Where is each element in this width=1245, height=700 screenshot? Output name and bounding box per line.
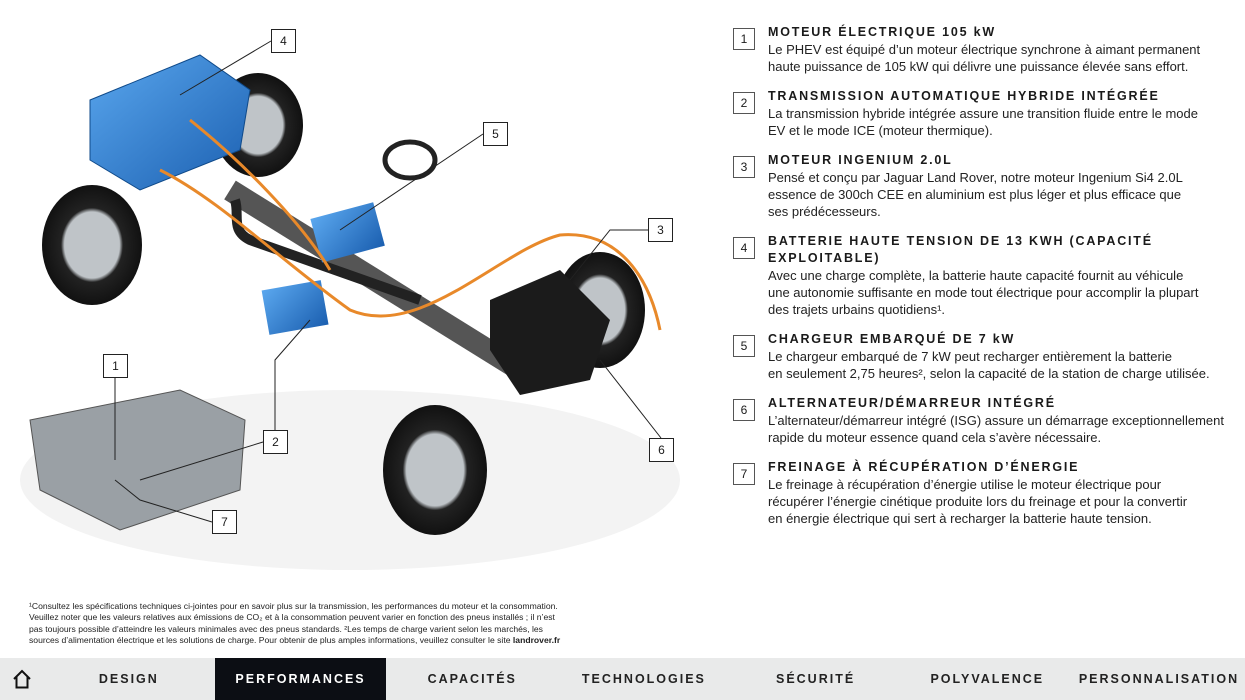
- feature-description: Le PHEV est équipé d’un moteur électriqu…: [768, 42, 1201, 57]
- feature-number: 2: [733, 92, 755, 114]
- feature-item: 5 CHARGEUR EMBARQUÉ DE 7 kW Le chargeur em…: [733, 331, 1233, 382]
- feature-description: haute puissance de 105 kW qui délivre un…: [768, 59, 1189, 74]
- engine: [490, 270, 610, 395]
- feature-description: EV et le mode ICE (moteur thermique).: [768, 123, 993, 138]
- feature-description: récupérer l’énergie cinétique produite l…: [768, 494, 1188, 509]
- feature-description: Le chargeur embarqué de 7 kW peut rechar…: [768, 349, 1172, 364]
- feature-item: 7 FREINAGE À RÉCUPÉRATION D’ÉNERGIE Le fre…: [733, 459, 1233, 527]
- feature-title: FREINAGE À RÉCUPÉRATION D’ÉNERGIE: [768, 460, 1080, 474]
- section-nav: DESIGN PERFORMANCES CAPACITÉS TECHNOLOGIES S…: [0, 658, 1245, 700]
- feature-title: BATTERIE HAUTE TENSION DE 13 KWH (CAPACI…: [768, 234, 1153, 265]
- footnote-text: sources d’alimentation électrique et les…: [29, 635, 513, 646]
- feature-title: ALTERNATEUR/DÉMARREUR INTÉGRÉ: [768, 396, 1056, 410]
- landrover-link[interactable]: landrover.fr: [512, 635, 561, 646]
- footnote-line: sources d’alimentation électrique et les…: [29, 635, 560, 645]
- battery-pack: [89, 54, 251, 191]
- nav-tab-polyvalence[interactable]: POLYVALENCE: [930, 672, 1045, 686]
- feature-number: 7: [733, 463, 755, 485]
- footnote: ¹Consultez les spécifications techniques…: [29, 601, 629, 647]
- feature-description: La transmission hybride intégrée assure …: [768, 106, 1198, 121]
- feature-item: 2 TRANSMISSION AUTOMATIQUE HYBRIDE INTÉGR…: [733, 88, 1233, 139]
- nav-tab-performances[interactable]: PERFORMANCES: [214, 658, 387, 700]
- feature-number: 5: [733, 335, 755, 357]
- callout-3: 3: [648, 218, 673, 242]
- callout-6: 6: [649, 438, 674, 462]
- feature-number: 4: [733, 237, 755, 259]
- feature-description: essence de 300ch CEE en aluminium est pl…: [768, 187, 1182, 202]
- wheel-rear-left: [42, 185, 142, 305]
- home-icon: [12, 669, 31, 689]
- nav-tab-technologies[interactable]: TECHNOLOGIES: [581, 672, 706, 686]
- callout-4: 4: [271, 29, 296, 53]
- feature-title: TRANSMISSION AUTOMATIQUE HYBRIDE INTÉGRÉ…: [768, 89, 1160, 103]
- feature-description: ses prédécesseurs.: [768, 204, 881, 219]
- feature-description: L’alternateur/démarreur intégré (ISG) as…: [768, 413, 1224, 428]
- feature-title: MOTEUR ÉLECTRIQUE 105 kW: [768, 25, 996, 39]
- feature-item: 1 MOTEUR ÉLECTRIQUE 105 kW Le PHEV est équ…: [733, 24, 1233, 75]
- feature-description: des trajets urbains quotidiens¹.: [768, 302, 946, 317]
- nav-tab-capacites[interactable]: CAPACITÉS: [427, 672, 517, 686]
- callout-2: 2: [263, 430, 288, 454]
- feature-item: 6 ALTERNATEUR/DÉMARREUR INTÉGRÉ L’alternat…: [733, 395, 1233, 446]
- feature-title: MOTEUR INGENIUM 2.0L: [768, 153, 953, 167]
- feature-description: Le freinage à récupération d’énergie uti…: [768, 477, 1162, 492]
- gearbox: [29, 389, 246, 531]
- feature-title: CHARGEUR EMBARQUÉ DE 7 kW: [768, 332, 1016, 346]
- nav-tab-personnalisation[interactable]: PERSONNALISATION: [1078, 672, 1240, 686]
- feature-number: 6: [733, 399, 755, 421]
- phev-chassis-illustration: 1 2 3 4 5 6 7: [0, 0, 700, 595]
- feature-description: en énergie électrique qui sert à recharg…: [768, 511, 1152, 526]
- feature-item: 3 MOTEUR INGENIUM 2.0L Pensé et conçu par …: [733, 152, 1233, 220]
- footnote-line: Veuillez noter que les valeurs relatives…: [29, 612, 555, 623]
- nav-tab-securite[interactable]: SÉCURITÉ: [775, 672, 856, 686]
- feature-item: 4 BATTERIE HAUTE TENSION DE 13 KWH (CAPAC…: [733, 233, 1233, 318]
- feature-description: Pensé et conçu par Jaguar Land Rover, no…: [768, 170, 1183, 185]
- feature-description: Avec une charge complète, la batterie ha…: [768, 268, 1184, 283]
- feature-number: 3: [733, 156, 755, 178]
- feature-description: en seulement 2,75 heures², selon la capa…: [768, 366, 1210, 381]
- feature-description: une autonomie suffisante en mode tout él…: [768, 285, 1199, 300]
- footnote-line: ¹Consultez les spécifications techniques…: [29, 601, 558, 611]
- feature-number: 1: [733, 28, 755, 50]
- nav-tab-design[interactable]: DESIGN: [98, 672, 159, 686]
- footnote-line: pas toujours possible d’atteindre les va…: [29, 623, 543, 634]
- callout-1: 1: [103, 354, 128, 378]
- callout-7: 7: [212, 510, 237, 534]
- home-button[interactable]: [0, 658, 43, 700]
- feature-list: 1 MOTEUR ÉLECTRIQUE 105 kW Le PHEV est équ…: [733, 24, 1233, 540]
- wheel-front-left: [383, 405, 487, 535]
- callout-5: 5: [483, 122, 508, 146]
- feature-description: rapide du moteur essence quand cela s’av…: [768, 430, 1102, 445]
- chassis-drawing: [20, 40, 680, 570]
- charger-unit: [310, 202, 385, 263]
